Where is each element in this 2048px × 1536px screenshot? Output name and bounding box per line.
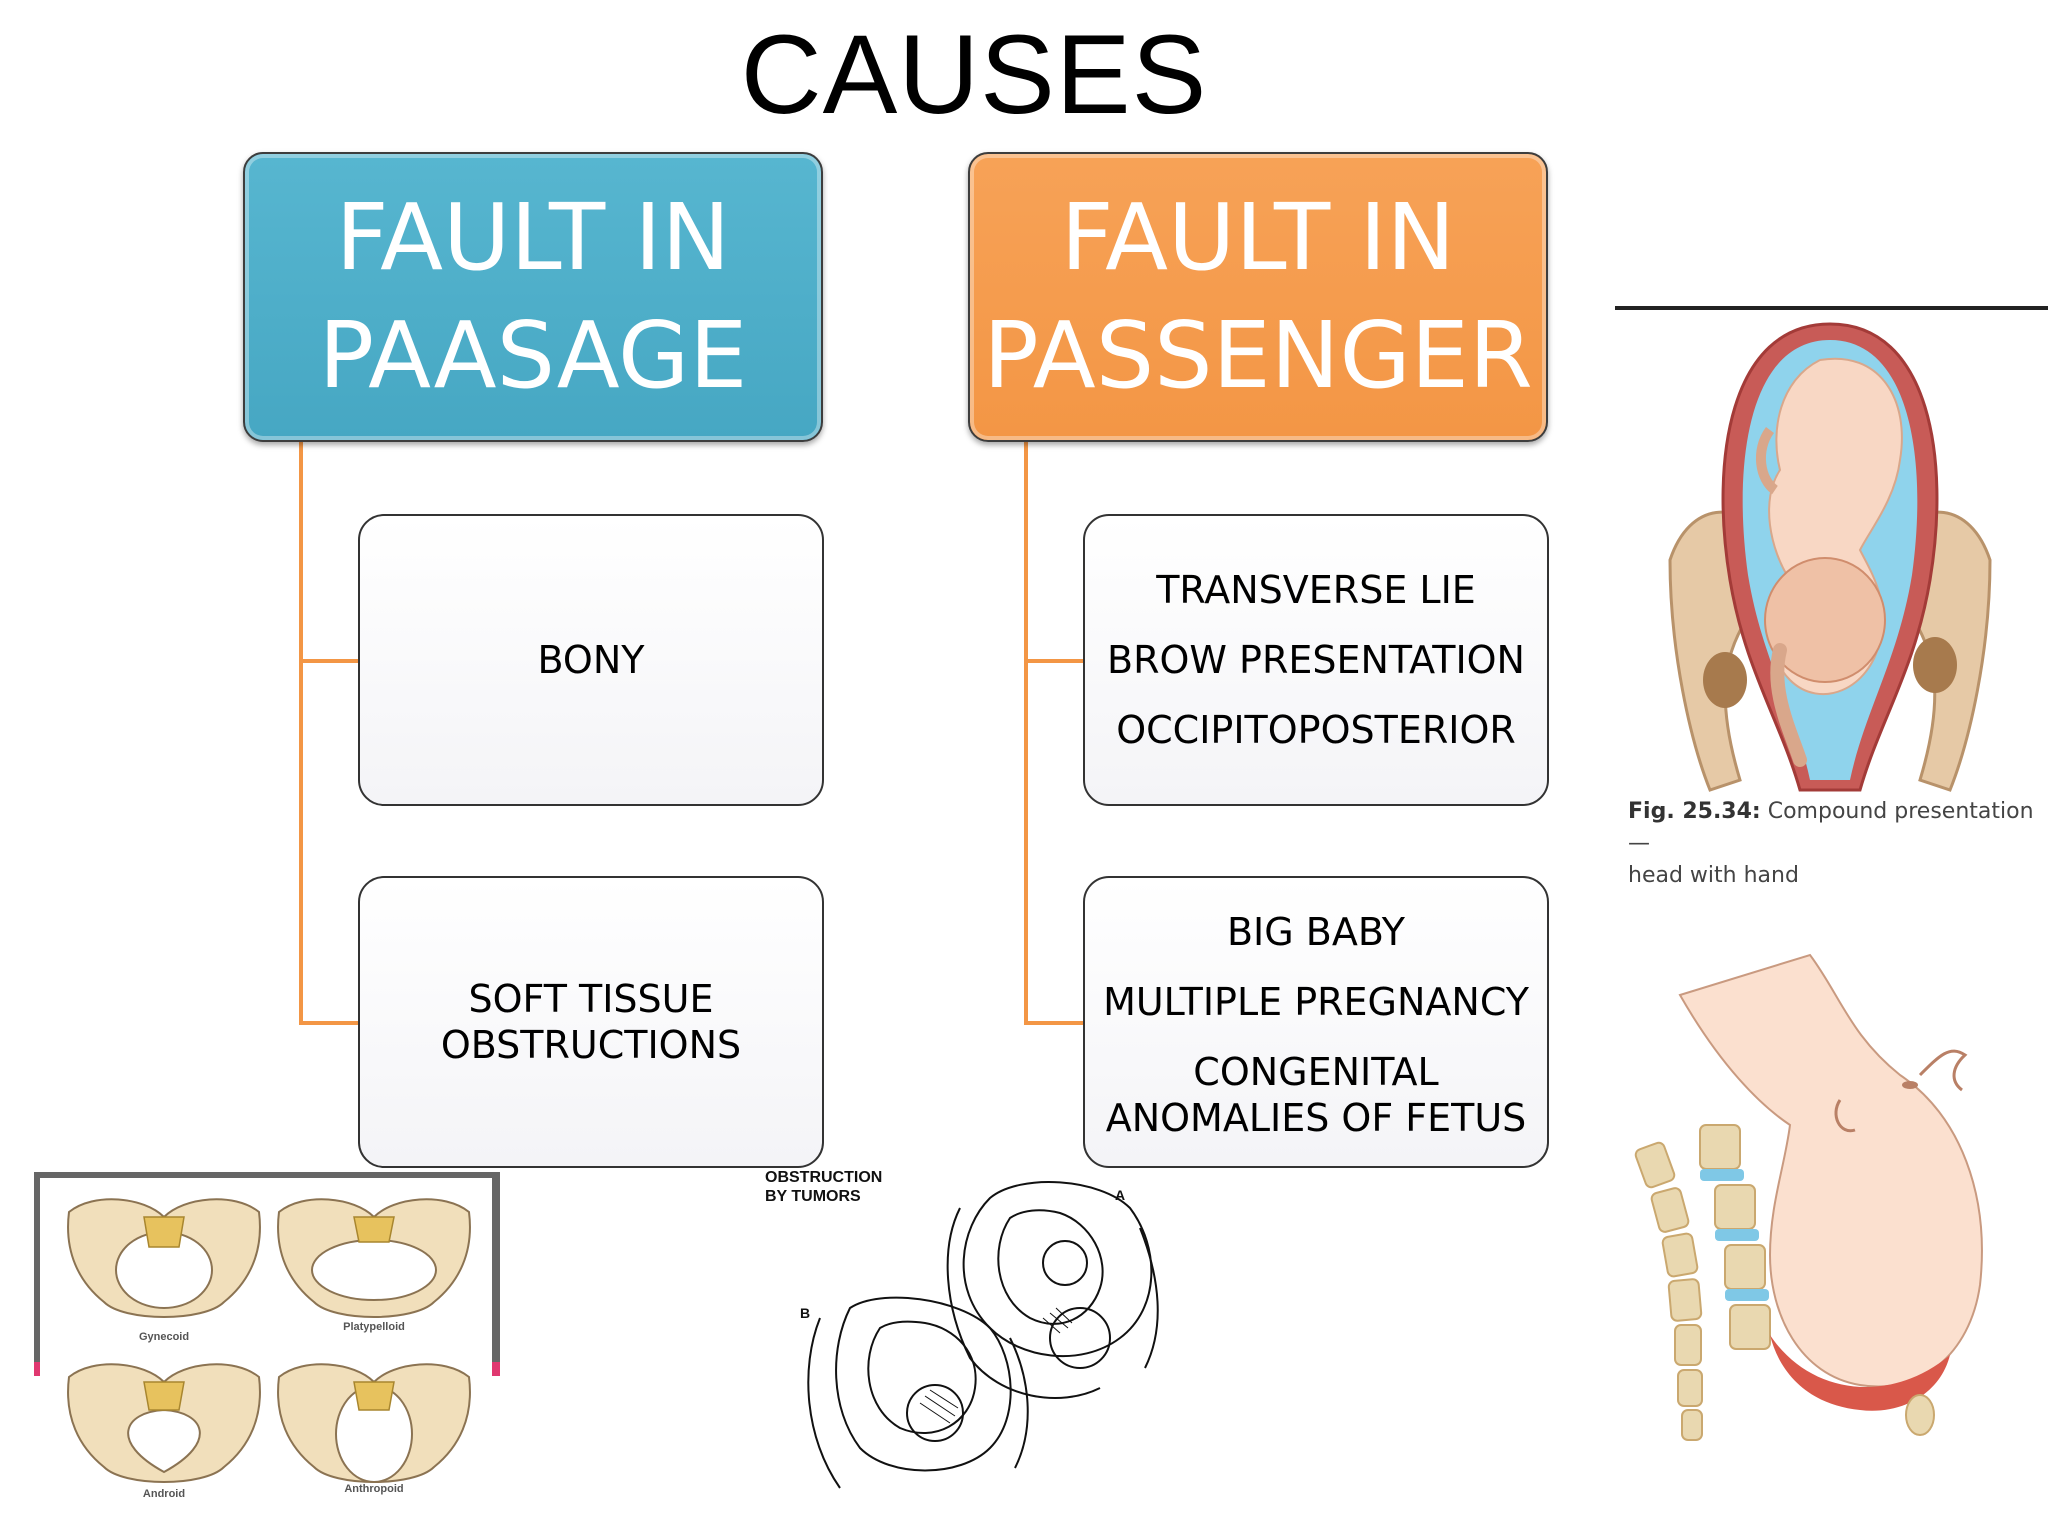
connector-right-branch-2 [1024,1021,1083,1025]
passage-header-line1: FAULT IN [335,184,731,291]
passenger-header-line2: PASSENGER [983,302,1533,409]
soft-tissue-line1: SOFT TISSUE [468,977,714,1021]
figure-caption-label: Fig. 25.34: [1628,799,1761,824]
passenger-header-line1: FAULT IN [1060,184,1456,291]
occipitoposterior-label: OCCIPITOPOSTERIOR [1116,708,1516,752]
anomalies-label: ANOMALIES OF FETUS [1105,1096,1527,1140]
pelvis-label-gynecoid: Gynecoid [139,1331,189,1343]
fetal-size-box: BIG BABY MULTIPLE PREGNANCY CONGENITAL A… [1083,876,1549,1168]
connector-right-vertical [1024,442,1028,1025]
compound-presentation-illustration [1668,322,1992,792]
pelvis-label-platypelloid: Platypelloid [343,1321,405,1333]
tumor-caption-line1: OBSTRUCTION [765,1169,882,1186]
fault-in-passenger-header: FAULT IN PASSENGER [968,152,1548,442]
connector-left-branch-1 [299,659,358,663]
connector-right-branch-1 [1024,659,1083,663]
tumor-label-a: A [1115,1187,1125,1203]
page-title: CAUSES [740,12,1208,137]
presentation-box: TRANSVERSE LIE BROW PRESENTATION OCCIPIT… [1083,514,1549,806]
multiple-pregnancy-label: MULTIPLE PREGNANCY [1103,980,1529,1024]
pelvis-label-anthropoid: Anthropoid [344,1483,403,1495]
fault-in-passage-header: FAULT IN PAASAGE [243,152,823,442]
pelvis-label-android: Android [143,1488,185,1500]
figure-divider [1615,306,2048,310]
bony-label: BONY [537,638,645,682]
brow-presentation-label: BROW PRESENTATION [1107,638,1525,682]
figure-caption: Fig. 25.34: Compound presentation— head … [1628,796,2048,892]
connector-left-branch-2 [299,1021,358,1025]
congenital-label: CONGENITAL [1193,1050,1439,1094]
bony-box: BONY [358,514,824,806]
passage-header-line2: PAASAGE [318,302,748,409]
connector-left-vertical [299,442,303,1025]
tumor-label-b: B [800,1305,810,1321]
tumor-caption-line2: BY TUMORS [765,1188,861,1205]
soft-tissue-line2: OBSTRUCTIONS [440,1023,742,1067]
tumor-obstruction-illustration: OBSTRUCTION BY TUMORS A B [765,1169,1159,1489]
soft-tissue-box: SOFT TISSUE OBSTRUCTIONS [358,876,824,1168]
figure-caption-line1: Compound presentation— [1628,799,2034,856]
brow-presentation-illustration [1634,953,1983,1441]
transverse-lie-label: TRANSVERSE LIE [1156,568,1476,612]
figure-caption-line2: head with hand [1628,863,1799,888]
big-baby-label: BIG BABY [1226,910,1406,954]
pelvis-types-illustration: Gynecoid Platypelloid Android Anthropoid [34,1172,500,1532]
